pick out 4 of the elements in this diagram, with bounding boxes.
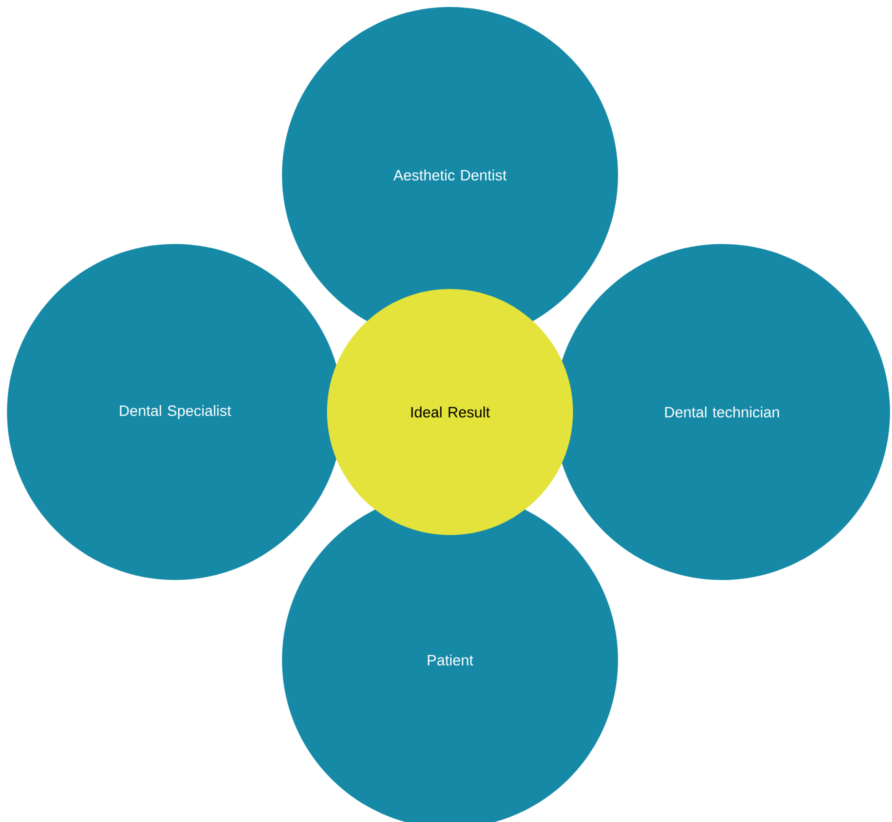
circle-node: Dental Specialist xyxy=(7,244,343,580)
circle-node: Aesthetic Dentist xyxy=(282,7,618,343)
circle-node: Dental technician xyxy=(554,244,890,580)
circle-node: Ideal Result xyxy=(327,289,573,535)
